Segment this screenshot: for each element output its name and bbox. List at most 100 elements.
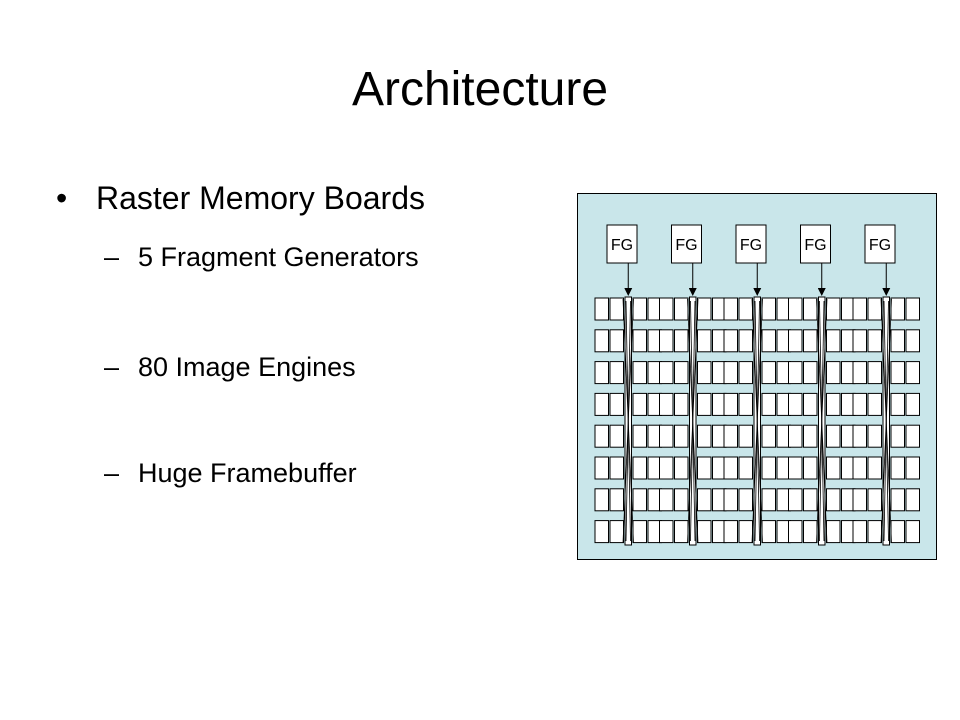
bus-connection-line	[751, 420, 758, 544]
image-engine-box	[697, 456, 712, 480]
image-engine-box	[594, 424, 609, 448]
image-engine-box	[674, 456, 689, 480]
image-engine-box	[867, 424, 882, 448]
image-engine-box	[723, 329, 738, 353]
image-engine-box	[852, 456, 867, 480]
subitem-text: 80 Image Engines	[138, 352, 356, 382]
image-engine-box	[697, 329, 712, 353]
image-engine-box	[852, 361, 867, 385]
image-engine-box	[609, 424, 624, 448]
image-engine-box	[674, 329, 689, 353]
image-engine-box	[890, 297, 905, 321]
image-engine-box	[609, 361, 624, 385]
image-engine-box	[852, 488, 867, 512]
bus-connection-line	[622, 298, 629, 422]
dash-marker: –	[104, 352, 120, 382]
image-engine-box	[609, 488, 624, 512]
image-engine-box	[723, 297, 738, 321]
image-engine-box	[803, 392, 818, 416]
image-engine-box	[826, 392, 841, 416]
image-engine-box	[867, 392, 882, 416]
image-engine-box	[594, 297, 609, 321]
bus-connection-line	[816, 420, 823, 544]
image-engine-box	[826, 297, 841, 321]
image-engine-box	[761, 361, 776, 385]
bus-connection-line	[821, 298, 828, 422]
image-engine-box	[890, 329, 905, 353]
image-engine-box	[674, 488, 689, 512]
image-engine-box	[890, 456, 905, 480]
image-engine-box	[788, 329, 803, 353]
image-engine-box	[826, 424, 841, 448]
subitem-text: 5 Fragment Generators	[138, 242, 419, 272]
fragment-generator-label: FG	[804, 237, 826, 254]
image-engine-box	[594, 329, 609, 353]
image-engine-box	[738, 392, 753, 416]
fragment-generator-box	[735, 224, 767, 264]
image-engine-box	[905, 329, 920, 353]
image-engine-box	[803, 424, 818, 448]
image-engine-box	[738, 424, 753, 448]
image-engine-box	[867, 520, 882, 544]
image-engine-box	[609, 456, 624, 480]
bullet-raster-memory-boards: • Raster Memory Boards	[56, 176, 425, 220]
image-engine-box	[659, 329, 674, 353]
dash-marker: –	[104, 242, 120, 272]
image-engine-box	[723, 456, 738, 480]
image-engine-box	[803, 297, 818, 321]
image-engine-box	[609, 329, 624, 353]
bus-connection-line	[622, 420, 629, 544]
image-engine-box	[697, 520, 712, 544]
image-engine-box	[738, 488, 753, 512]
image-engine-box	[632, 488, 647, 512]
image-engine-box	[594, 520, 609, 544]
image-engine-box	[659, 392, 674, 416]
image-engine-box	[761, 329, 776, 353]
subitem-fragment-generators: –5 Fragment Generators	[104, 239, 419, 275]
image-engine-box	[594, 456, 609, 480]
bus-connection-line	[692, 298, 699, 422]
image-engine-box	[867, 361, 882, 385]
subitem-text: Huge Framebuffer	[138, 458, 357, 488]
image-engine-box	[609, 297, 624, 321]
fragment-generator-label: FG	[740, 237, 762, 254]
image-engine-box	[697, 488, 712, 512]
image-engine-box	[609, 520, 624, 544]
image-engine-box	[659, 361, 674, 385]
image-engine-box	[905, 424, 920, 448]
bus-connection-line	[880, 298, 887, 422]
bus-connection-line	[880, 420, 887, 544]
image-engine-box	[905, 392, 920, 416]
fragment-generator-label: FG	[869, 237, 891, 254]
image-engine-box	[738, 520, 753, 544]
image-engine-box	[674, 520, 689, 544]
image-engine-box	[867, 456, 882, 480]
image-engine-box	[905, 456, 920, 480]
subitem-huge-framebuffer: –Huge Framebuffer	[104, 455, 357, 491]
image-engine-box	[826, 520, 841, 544]
image-engine-box	[761, 488, 776, 512]
image-engine-box	[761, 424, 776, 448]
image-engine-box	[788, 488, 803, 512]
bullet-text: Raster Memory Boards	[96, 180, 425, 216]
image-engine-box	[788, 424, 803, 448]
image-engine-box	[632, 361, 647, 385]
image-engine-box	[905, 361, 920, 385]
image-engine-box	[659, 488, 674, 512]
image-engine-box	[674, 392, 689, 416]
image-engine-box	[826, 361, 841, 385]
image-engine-box	[803, 520, 818, 544]
bus-connection-line	[885, 420, 892, 544]
bullet-marker: •	[56, 180, 68, 216]
bus-connection-line	[816, 298, 823, 422]
image-engine-box	[788, 297, 803, 321]
image-engine-box	[632, 520, 647, 544]
image-engine-box	[905, 520, 920, 544]
image-engine-box	[723, 520, 738, 544]
slide-title: Architecture	[351, 63, 609, 116]
bus-connection-line	[821, 420, 828, 544]
bus-connection-line	[756, 298, 763, 422]
image-engine-box	[723, 361, 738, 385]
image-engine-box	[852, 297, 867, 321]
